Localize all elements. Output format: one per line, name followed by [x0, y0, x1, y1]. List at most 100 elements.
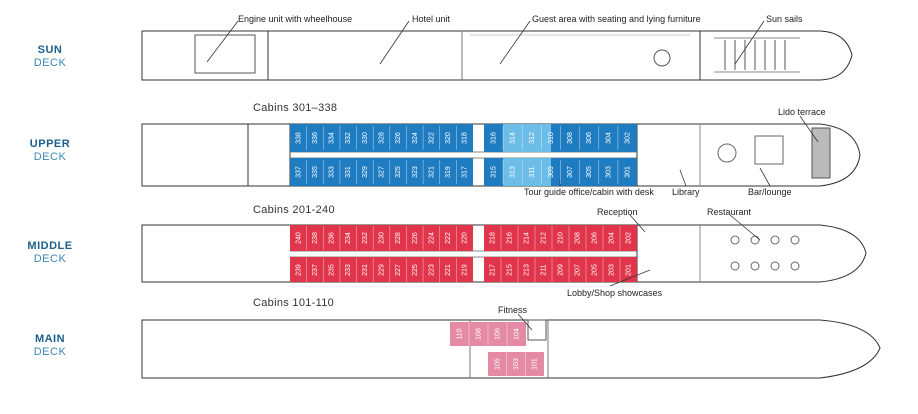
cabin-number: 306	[586, 132, 593, 144]
cabin-number: 201	[626, 264, 633, 276]
cabin-number: 330	[362, 132, 369, 144]
callout-reception: Reception	[597, 207, 638, 217]
cabin-number: 328	[379, 132, 386, 144]
deck-label-middle: MIDDLE DECK	[0, 240, 100, 266]
cabin-number: 314	[510, 132, 517, 144]
deck-sub: DECK	[33, 151, 67, 163]
cabin-number: 303	[605, 166, 612, 178]
cabin-number: 215	[507, 264, 514, 276]
upper-deck-leaders	[559, 115, 819, 187]
callout-lido: Lido terrace	[778, 107, 826, 117]
cabin-number: 232	[362, 232, 369, 244]
cabin-number: 229	[379, 264, 386, 276]
cabins-title-middle: Cabins 201-240	[253, 204, 335, 216]
callout-sails: Sun sails	[766, 14, 803, 24]
deck-name: SUN	[37, 44, 63, 56]
cabin-number: 208	[575, 232, 582, 244]
cabin-number: 332	[345, 132, 352, 144]
cabin-number: 214	[524, 232, 531, 244]
cabin-number: 320	[445, 132, 452, 144]
cabin-number: 233	[345, 264, 352, 276]
deck-sub: DECK	[33, 253, 67, 265]
deck-label-upper: UPPER DECK	[0, 138, 100, 164]
sun-deck-leaders	[206, 20, 765, 65]
cabin-number: 218	[490, 232, 497, 244]
main-deck-hull	[141, 319, 881, 379]
cabin-number: 238	[312, 232, 319, 244]
cabin-number: 203	[609, 264, 616, 276]
cabin-number: 221	[445, 264, 452, 276]
callout-tour: Tour guide office/cabin with desk	[524, 187, 654, 197]
deck-name: UPPER	[29, 138, 71, 150]
cabin-number: 217	[490, 264, 497, 276]
callout-restaurant: Restaurant	[707, 207, 752, 217]
callout-hotel: Hotel unit	[412, 14, 451, 24]
cabin-number: 216	[507, 232, 514, 244]
cabin-number: 317	[462, 166, 469, 178]
cabin-number: 323	[412, 166, 419, 178]
cabin-number: 205	[592, 264, 599, 276]
cabin-number: 336	[312, 132, 319, 144]
cabin-number: 319	[445, 166, 452, 178]
cabin-number: 313	[510, 166, 517, 178]
cabin-number: 325	[395, 166, 402, 178]
deck-sub: DECK	[33, 346, 67, 358]
cabin-number: 212	[541, 232, 548, 244]
middle-deck-leaders	[609, 214, 761, 287]
cabin-number: 312	[529, 132, 536, 144]
cabin-number: 230	[379, 232, 386, 244]
cabin-number: 301	[624, 166, 631, 178]
sun-sails	[724, 40, 786, 70]
cabin-number: 207	[575, 264, 582, 276]
upper-cabins	[290, 124, 637, 186]
cabin-number: 219	[462, 264, 469, 276]
cabin-number: 326	[395, 132, 402, 144]
middle-cabins	[290, 225, 637, 282]
cabin-number: 220	[462, 232, 469, 244]
cabin-number: 211	[541, 264, 548, 275]
callout-engine: Engine unit with wheelhouse	[238, 14, 353, 24]
cabins-title-main: Cabins 101-110	[253, 297, 335, 309]
cabin-number: 310	[548, 132, 555, 144]
cabin-number: 321	[428, 166, 435, 178]
cabin-number: 101	[532, 358, 539, 370]
cabin-number: 106	[495, 328, 502, 340]
cabin-number: 213	[524, 264, 531, 276]
cabin-number: 234	[345, 232, 352, 244]
deck-name: MIDDLE	[27, 240, 73, 252]
cabin-number: 333	[329, 166, 336, 178]
cabin-number: 335	[312, 166, 319, 178]
cabin-number: 110	[457, 328, 464, 339]
cabin-number: 329	[362, 166, 369, 178]
cabins-title-upper: Cabins 301–338	[253, 102, 338, 114]
cabin-number: 338	[295, 132, 302, 144]
cabin-number: 202	[626, 232, 633, 244]
cabin-number: 206	[592, 232, 599, 244]
cabin-number: 307	[567, 166, 574, 178]
cabin-number: 334	[329, 132, 336, 144]
cabin-number: 231	[362, 264, 369, 276]
cabin-number: 227	[395, 264, 402, 276]
cabin-number: 318	[462, 132, 469, 144]
callout-library: Library	[672, 187, 700, 197]
cabin-number: 304	[605, 132, 612, 144]
cabin-number: 309	[548, 166, 555, 178]
cabin-number: 224	[428, 232, 435, 244]
deck-label-main: MAIN DECK	[0, 333, 100, 359]
cabin-number: 327	[379, 166, 386, 178]
cabin-number: 103	[513, 358, 520, 370]
callout-bar: Bar/lounge	[748, 187, 792, 197]
cabin-number: 209	[558, 264, 565, 276]
cabin-number: 316	[491, 132, 498, 144]
cabin-number: 322	[428, 132, 435, 144]
cabin-number: 239	[295, 264, 302, 276]
deck-label-sun: SUN DECK	[0, 44, 100, 70]
cabin-number: 308	[567, 132, 574, 144]
cabin-number: 237	[312, 264, 319, 276]
cabin-number: 315	[491, 166, 498, 178]
cabin-number: 240	[295, 232, 302, 244]
cabin-number: 331	[345, 166, 352, 178]
sun-deck-hull	[141, 30, 853, 81]
cabin-number: 235	[329, 264, 336, 276]
cabin-number: 236	[329, 232, 336, 244]
